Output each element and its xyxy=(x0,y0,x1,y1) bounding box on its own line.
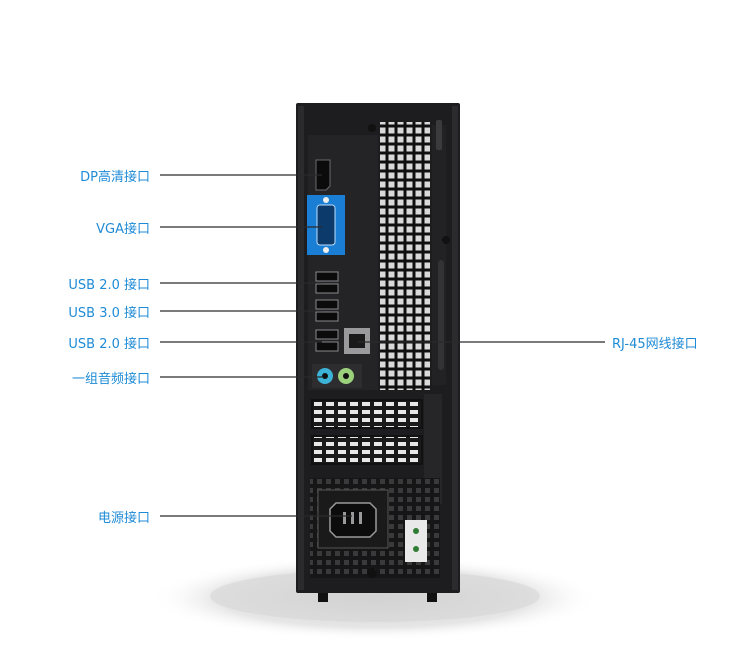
foot-left xyxy=(318,590,328,602)
psu-switch-plate xyxy=(405,520,427,562)
label-rj45: RJ-45网线接口 xyxy=(612,337,698,352)
vga-screw-top xyxy=(323,197,329,203)
dp-port xyxy=(315,159,331,191)
expansion-slot-2 xyxy=(311,435,423,465)
label-usb30: USB 3.0 接口 xyxy=(68,306,150,321)
case-right-edge xyxy=(452,106,458,590)
label-usb20-top: USB 2.0 接口 xyxy=(68,278,150,293)
usb30-port-2 xyxy=(315,311,339,322)
rj45-port xyxy=(349,334,365,348)
vga-screw-bottom xyxy=(323,247,329,253)
usb20-port-2 xyxy=(315,283,339,294)
slot-bracket xyxy=(424,394,442,504)
label-vga: VGA接口 xyxy=(96,222,150,237)
handle xyxy=(438,260,444,370)
label-usb20-bottom: USB 2.0 接口 xyxy=(68,337,150,352)
upper-vent xyxy=(380,122,430,390)
usb30-port-1 xyxy=(315,299,339,310)
usb20-port-3 xyxy=(315,329,339,340)
psu-led xyxy=(413,528,419,534)
leader-lines xyxy=(160,174,605,517)
vga-port xyxy=(316,204,336,246)
label-audio: 一组音频接口 xyxy=(71,372,150,387)
latch xyxy=(436,120,442,150)
usb20-port-1 xyxy=(315,271,339,282)
usb20-port-4 xyxy=(315,341,339,352)
label-dp: DP高清接口 xyxy=(80,170,150,185)
label-power: 电源接口 xyxy=(97,511,150,526)
expansion-slot-1 xyxy=(311,399,423,429)
foot-right xyxy=(427,590,437,602)
case-left-edge xyxy=(298,106,304,590)
